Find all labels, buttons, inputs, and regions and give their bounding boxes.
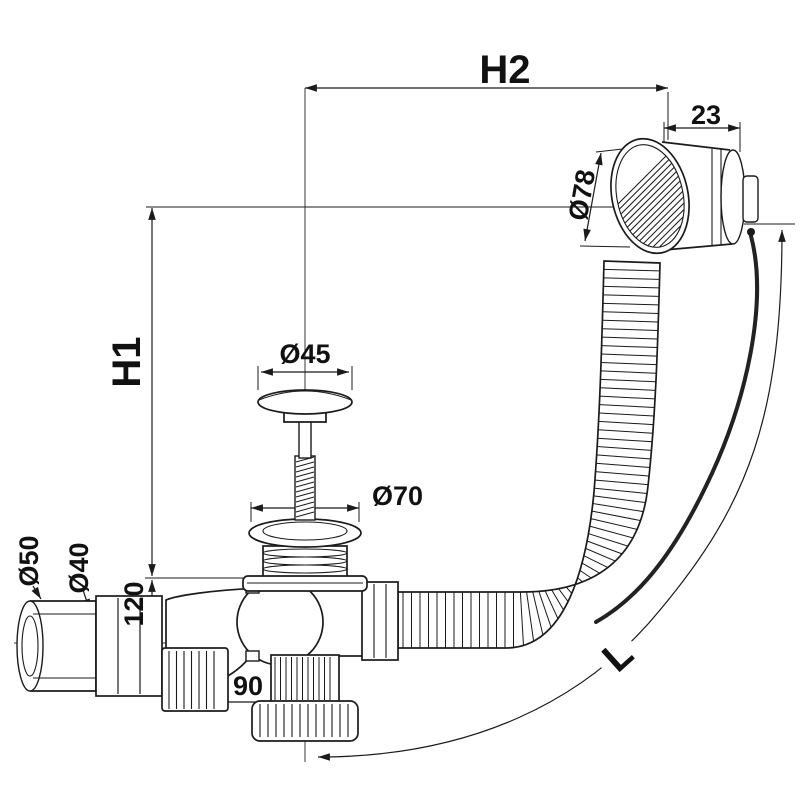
length-dimension-curve <box>317 229 786 761</box>
control-cable <box>594 234 760 624</box>
label-dim120: 120 <box>119 581 149 626</box>
label-dim90: 90 <box>233 671 263 701</box>
bottom-tube-threads <box>274 657 331 700</box>
outlet-stub-end <box>16 600 44 692</box>
hose-union-nut <box>361 581 399 661</box>
plug-cap <box>257 389 353 415</box>
plug-rod-thread-hatch <box>295 456 315 518</box>
overflow-head <box>606 137 759 255</box>
body-screw-bottom <box>245 650 260 662</box>
label-length-group: L <box>588 626 648 686</box>
dimension-labels: H2 H1 L Ø45 Ø70 Ø78 23 Ø50 Ø40 120 90 <box>14 48 721 701</box>
label-dia50: Ø50 <box>14 535 44 586</box>
label-h1: H1 <box>105 336 149 387</box>
elbow-lock-collar <box>161 647 229 712</box>
label-h2: H2 <box>479 48 530 92</box>
strainer-flange-inner <box>262 521 348 541</box>
strainer-flange-stack <box>242 518 368 592</box>
side-outlet <box>16 587 263 712</box>
overflow-cap-face <box>615 144 685 248</box>
plug-assembly <box>257 389 353 521</box>
plug-cap-dome <box>258 390 352 401</box>
label-dim23: 23 <box>691 100 721 130</box>
flange-ring3 <box>262 564 348 574</box>
bottom-threaded-tube <box>270 654 340 703</box>
label-dia45: Ø45 <box>279 339 330 369</box>
label-dia40: Ø40 <box>64 542 94 593</box>
dia78-dimension-line <box>583 152 603 242</box>
cable-anchor <box>747 228 755 236</box>
label-dia78: Ø78 <box>563 167 601 222</box>
flexible-corrugated-hose <box>397 260 661 649</box>
overflow-head-back <box>720 149 746 245</box>
bottom-nut-ribs <box>259 704 349 737</box>
overflow-cap-rim <box>610 137 690 255</box>
drain-body <box>236 578 399 742</box>
overflow-head-body-top-edge <box>661 141 731 151</box>
label-length-backing <box>588 626 648 686</box>
outlet-nut-facets <box>117 598 141 694</box>
outlet-stub-bore <box>21 615 39 677</box>
label-dia70: Ø70 <box>372 481 423 511</box>
outlet-nut <box>95 595 163 697</box>
dia78-extension-bottom <box>579 245 631 248</box>
dia50-leader-line <box>31 585 42 600</box>
collar-ribs <box>168 651 215 709</box>
cable-housing <box>742 175 759 223</box>
strainer-flange-outer <box>248 518 362 548</box>
